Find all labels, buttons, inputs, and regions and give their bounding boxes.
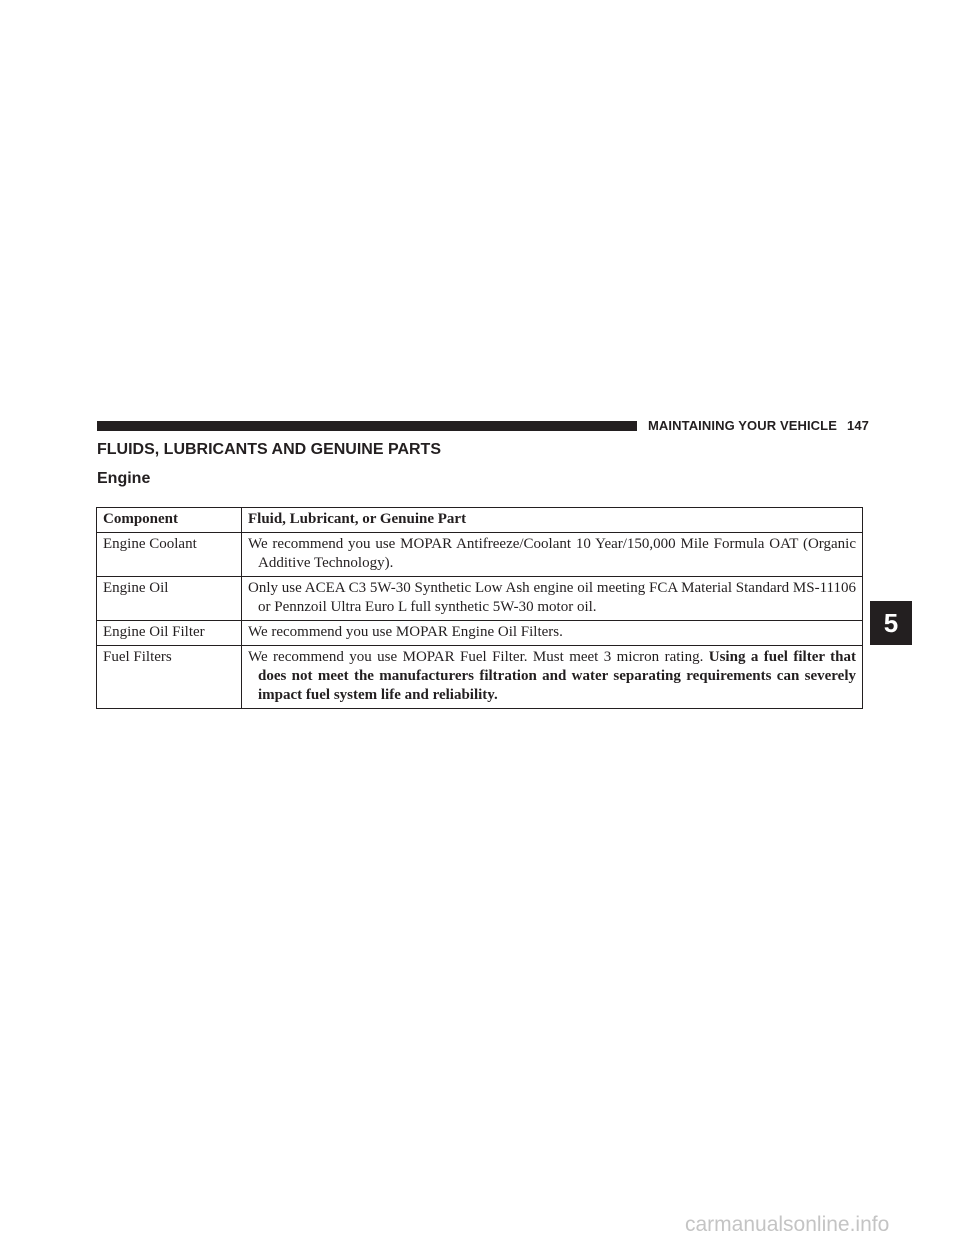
running-header: MAINTAINING YOUR VEHICLE 147 (648, 418, 869, 433)
component-cell: Fuel Filters (96, 645, 242, 709)
column-header-component: Component (96, 507, 242, 533)
chapter-tab: 5 (870, 601, 912, 645)
table-row: Engine Coolant We recommend you use MOPA… (96, 532, 863, 577)
section-title: FLUIDS, LUBRICANTS AND GENUINE PARTS (97, 441, 441, 458)
fluid-text: We recommend you use MOPAR Antifreeze/Co… (248, 536, 856, 571)
header-section-title: MAINTAINING YOUR VEHICLE (648, 418, 837, 433)
fluids-table: Component Fluid, Lubricant, or Genuine P… (96, 507, 863, 709)
fluid-cell: We recommend you use MOPAR Engine Oil Fi… (241, 620, 863, 646)
watermark: carmanualsonline.info (685, 1213, 890, 1236)
fluid-cell: We recommend you use MOPAR Antifreeze/Co… (241, 532, 863, 577)
component-cell: Engine Coolant (96, 532, 242, 577)
fluid-text: We recommend you use MOPAR Engine Oil Fi… (248, 624, 563, 640)
fluid-cell: Only use ACEA C3 5W-30 Synthetic Low Ash… (241, 576, 863, 621)
fuel-filter-warning: Using a fuel filter that does not meet t… (258, 649, 856, 703)
fluid-text: We recommend you use MOPAR Fuel Filter. … (248, 649, 704, 665)
component-cell: Engine Oil Filter (96, 620, 242, 646)
table-header-row: Component Fluid, Lubricant, or Genuine P… (96, 507, 863, 533)
page-number: 147 (846, 418, 869, 433)
component-cell: Engine Oil (96, 576, 242, 621)
table-row: Engine Oil Only use ACEA C3 5W-30 Synthe… (96, 576, 863, 621)
column-header-fluid: Fluid, Lubricant, or Genuine Part (241, 507, 863, 533)
fluid-cell: We recommend you use MOPAR Fuel Filter. … (241, 645, 863, 709)
fluid-text-block: We recommend you use MOPAR Fuel Filter. … (248, 648, 856, 705)
header-rule (97, 421, 637, 431)
table-row: Fuel Filters We recommend you use MOPAR … (96, 645, 863, 709)
fluid-text: Only use ACEA C3 5W-30 Synthetic Low Ash… (248, 580, 856, 615)
subsection-title: Engine (97, 470, 151, 487)
table-row: Engine Oil Filter We recommend you use M… (96, 620, 863, 646)
